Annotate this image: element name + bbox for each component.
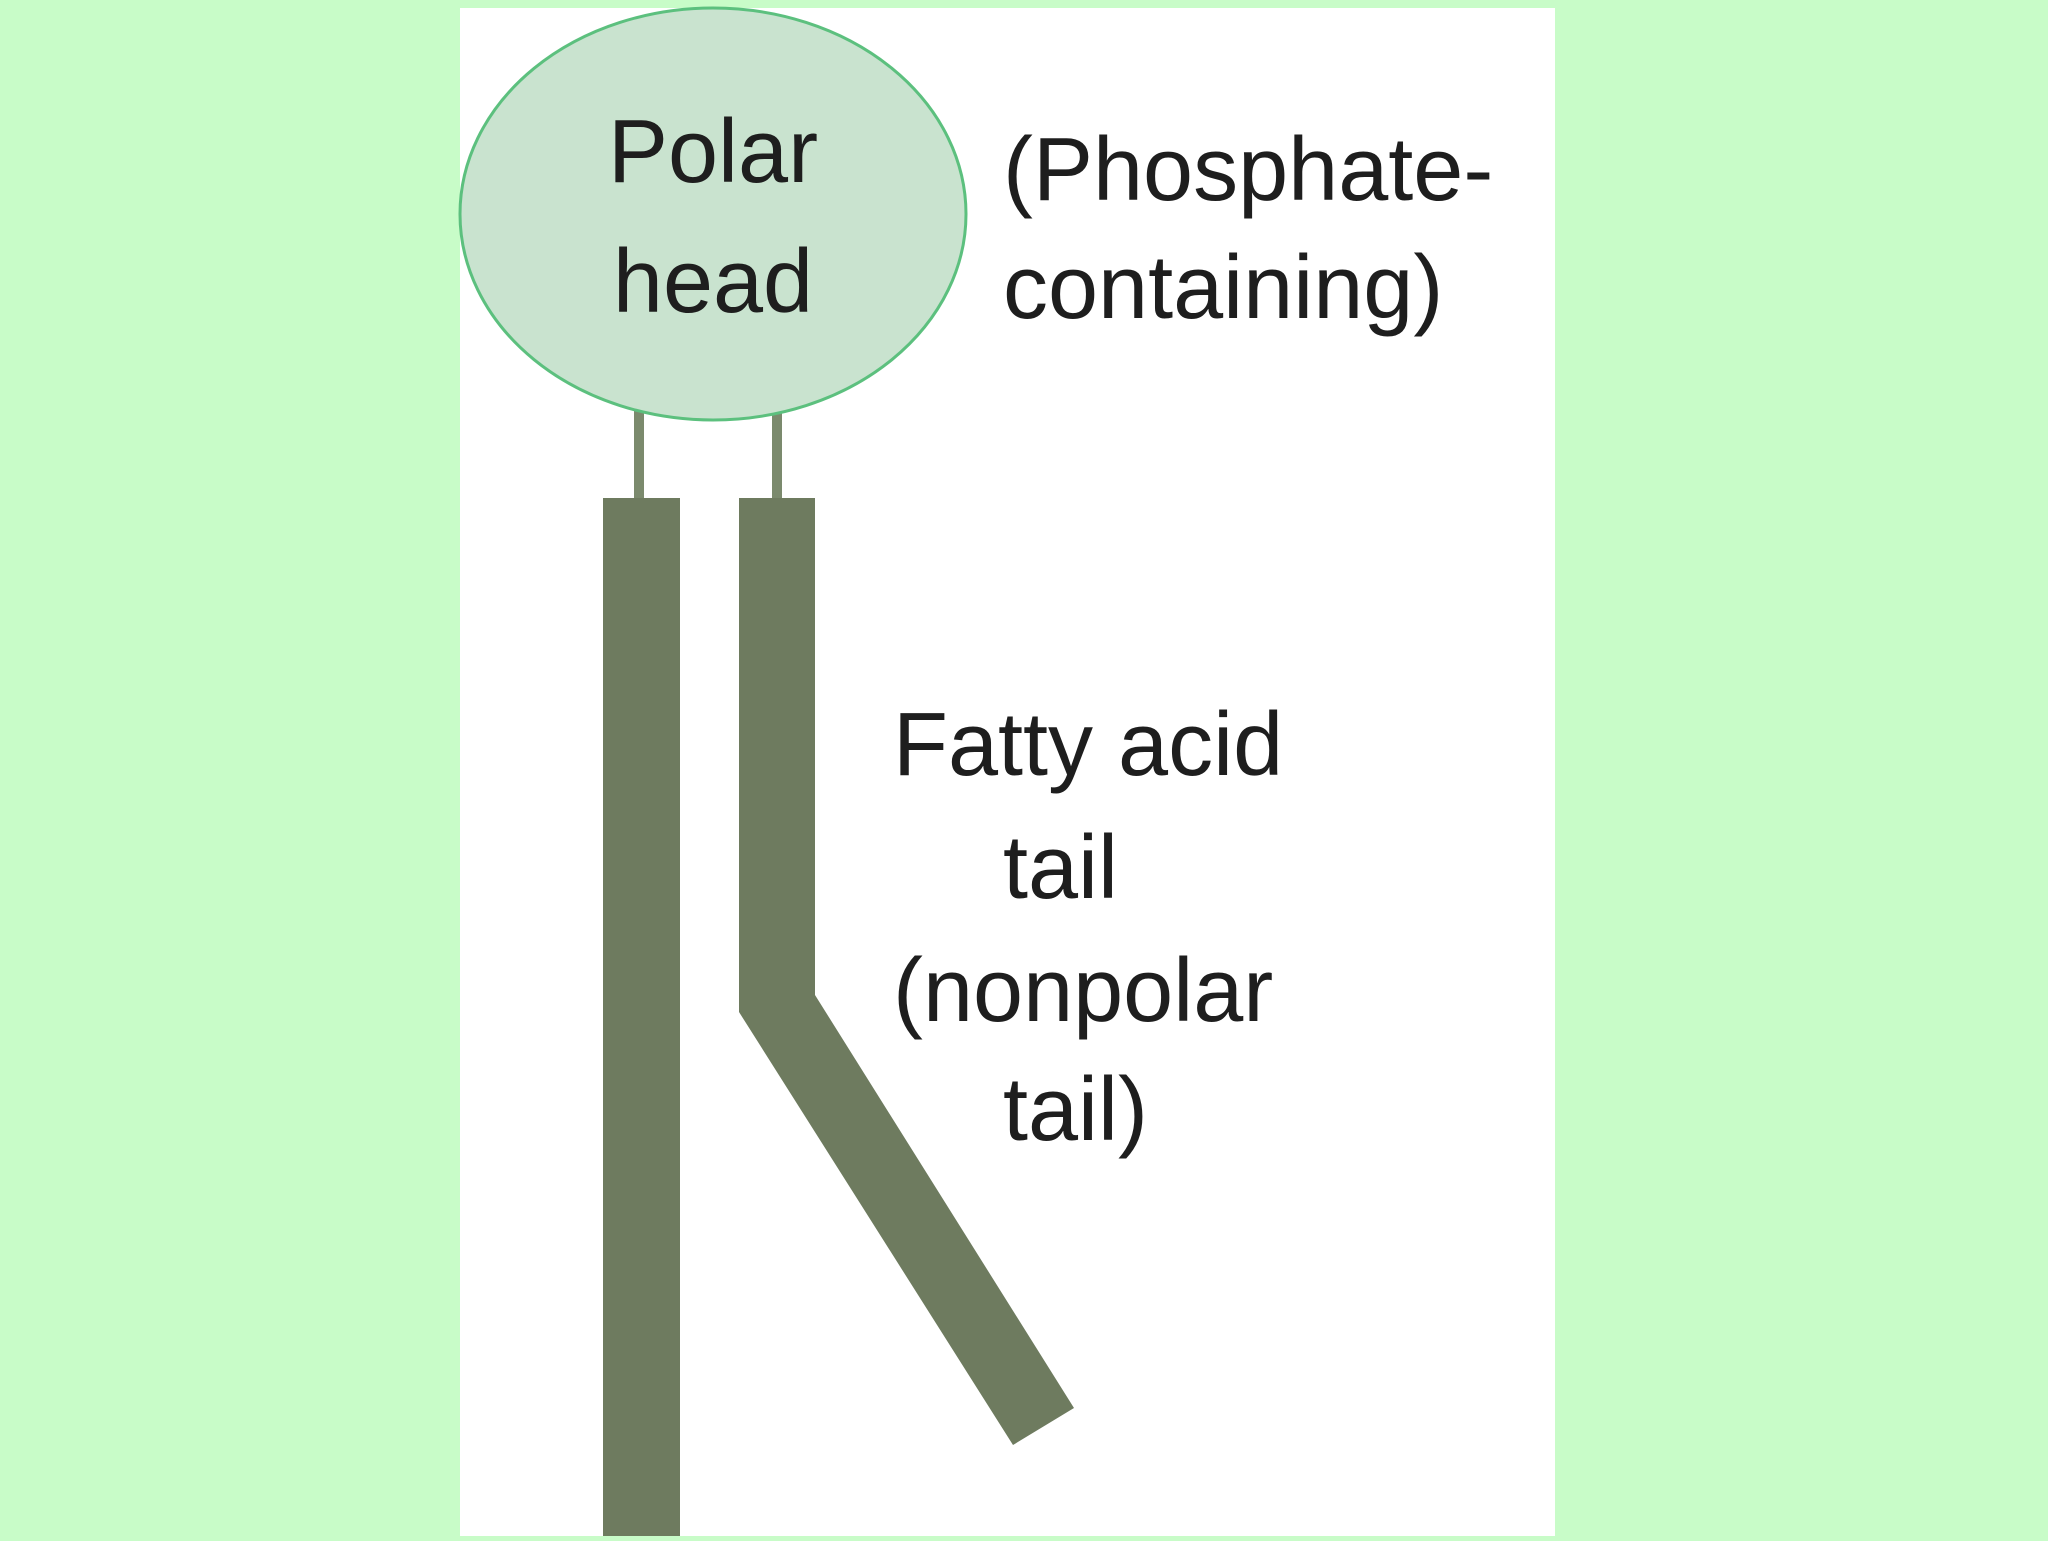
left-tail-stem xyxy=(634,405,644,500)
tail-label-line4: tail) xyxy=(1003,1060,1148,1160)
polar-head-label-line2: head xyxy=(613,232,813,332)
tail-label-line3: (nonpolar xyxy=(893,941,1273,1041)
tail-label-line1: Fatty acid xyxy=(893,695,1283,795)
phosphate-note-line1: (Phosphate- xyxy=(1003,120,1493,220)
kinked-fatty-acid-tail xyxy=(739,498,1074,1445)
straight-fatty-acid-tail xyxy=(603,498,680,1538)
phosphate-note-line2: containing) xyxy=(1003,238,1443,338)
polar-head-label-line1: Polar xyxy=(608,102,818,202)
polar-head-circle xyxy=(458,6,968,422)
tail-label-line2: tail xyxy=(1003,818,1118,918)
right-tail-stem xyxy=(772,405,782,500)
